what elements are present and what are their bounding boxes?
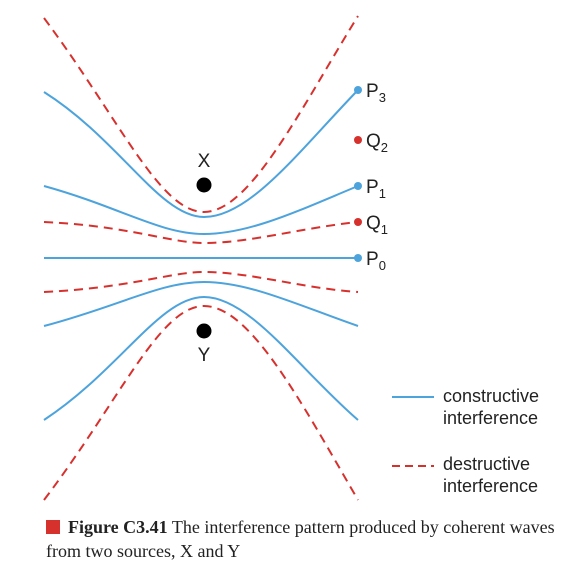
destructive-line-q1-upper [43,221,359,245]
legend-constructive-line2: interference [443,408,538,428]
marker-q2 [354,136,362,144]
constructive-line-p1-lower [43,280,359,327]
source-y-dot [196,323,212,339]
legend-constructive-line1: constructive [443,386,539,406]
marker-q1 [354,218,362,226]
source-x-dot [196,177,212,193]
marker-p1 [354,182,362,190]
destructive-line-q2-upper [43,15,359,214]
caption-square-icon [46,520,60,534]
figure-caption: Figure C3.41 The interference pattern pr… [46,515,566,563]
marker-p3 [354,86,362,94]
legend-destructive-line2: interference [443,476,538,496]
line-end-markers [354,86,362,262]
label-p1: P1 [366,177,386,201]
caption-figure-number: Figure C3.41 [68,517,168,537]
destructive-line-q2-lower [43,304,359,501]
constructive-line-p3-upper [43,89,359,219]
label-p0: P0 [366,249,386,273]
source-x-label: X [198,151,211,172]
destructive-line-q1-lower [43,270,359,293]
label-q2: Q2 [366,131,388,155]
constructive-lines [43,89,359,421]
legend: constructive interference destructive in… [392,386,539,496]
constructive-line-p1-upper [43,185,359,236]
source-y-label: Y [198,345,211,366]
label-q1: Q1 [366,213,388,237]
caption-text: The interference pattern produced by coh… [46,517,555,561]
legend-destructive-line1: destructive [443,454,530,474]
constructive-line-p3-lower [43,295,359,421]
destructive-lines [43,15,359,501]
label-p3: P3 [366,81,386,105]
marker-p0 [354,254,362,262]
